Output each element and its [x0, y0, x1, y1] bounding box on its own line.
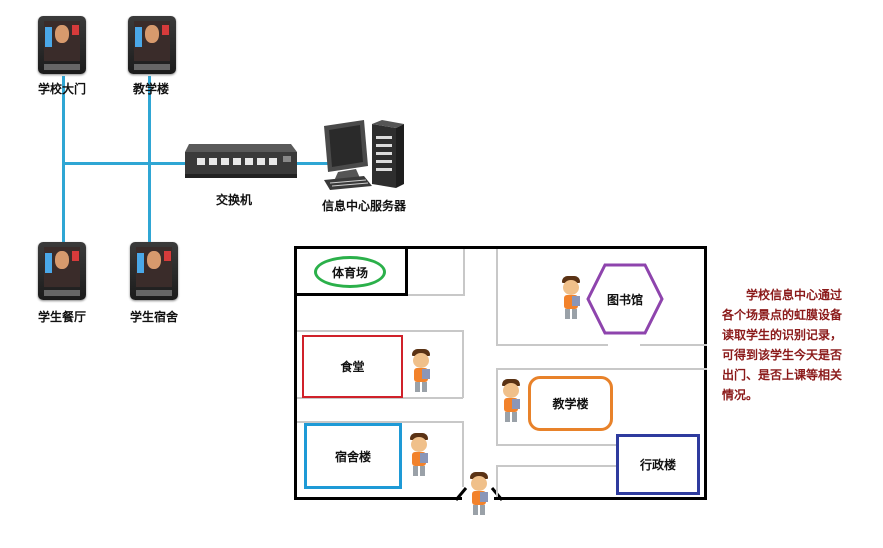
iris-device-teaching-building	[128, 16, 176, 74]
admin-building-label: 行政楼	[616, 434, 700, 495]
student-figure	[406, 433, 432, 477]
teaching-building-label: 教学楼	[528, 376, 613, 431]
label-dormitory: 学生宿舍	[130, 310, 179, 324]
switch-icon	[185, 144, 297, 178]
stadium-label: 体育场	[314, 256, 386, 288]
wall-segment	[462, 421, 464, 487]
wall-segment	[496, 368, 498, 446]
student-figure	[498, 379, 524, 423]
dining-hall-label: 食堂	[302, 335, 403, 398]
wall-segment	[463, 249, 465, 296]
label-canteen: 学生餐厅	[38, 310, 87, 324]
wall-segment	[297, 421, 463, 423]
iris-device-canteen	[38, 242, 86, 300]
wall-segment	[496, 249, 498, 346]
student-figure	[408, 349, 434, 393]
iris-device-school-gate	[38, 16, 86, 74]
wall-segment	[496, 465, 618, 467]
campus-map-outline	[294, 246, 707, 500]
iris-device-dormitory	[130, 242, 178, 300]
wire-to-server	[296, 162, 330, 165]
label-server: 信息中心服务器	[322, 199, 407, 213]
wall-segment	[496, 344, 608, 346]
student-figure	[466, 472, 492, 516]
stadium-block	[294, 246, 408, 296]
wall-segment	[297, 397, 463, 399]
wall-segment	[496, 444, 618, 446]
campus-bottom-wall-left	[294, 497, 462, 500]
campus-bottom-wall-right	[494, 497, 707, 500]
wall-segment	[496, 465, 498, 497]
wire-horizontal	[62, 162, 190, 165]
wall-segment	[297, 330, 463, 332]
label-switch: 交换机	[216, 193, 253, 207]
wall-segment	[462, 330, 464, 398]
library-label: 图书馆	[606, 292, 643, 307]
dorm-building-label: 宿舍楼	[304, 423, 402, 489]
description-note: 学校信息中心通过各个场景点的虹膜设备读取学生的识别记录，可得到该学生今天是否出门…	[722, 288, 843, 402]
student-figure	[558, 276, 584, 320]
label-school-gate: 学校大门	[38, 82, 87, 96]
label-teaching-building: 教学楼	[133, 82, 170, 96]
library-hexagon	[586, 263, 664, 335]
wall-segment	[640, 344, 707, 346]
wall-segment	[496, 368, 707, 370]
wall-segment	[404, 294, 465, 296]
server-computer-icon	[324, 120, 404, 190]
